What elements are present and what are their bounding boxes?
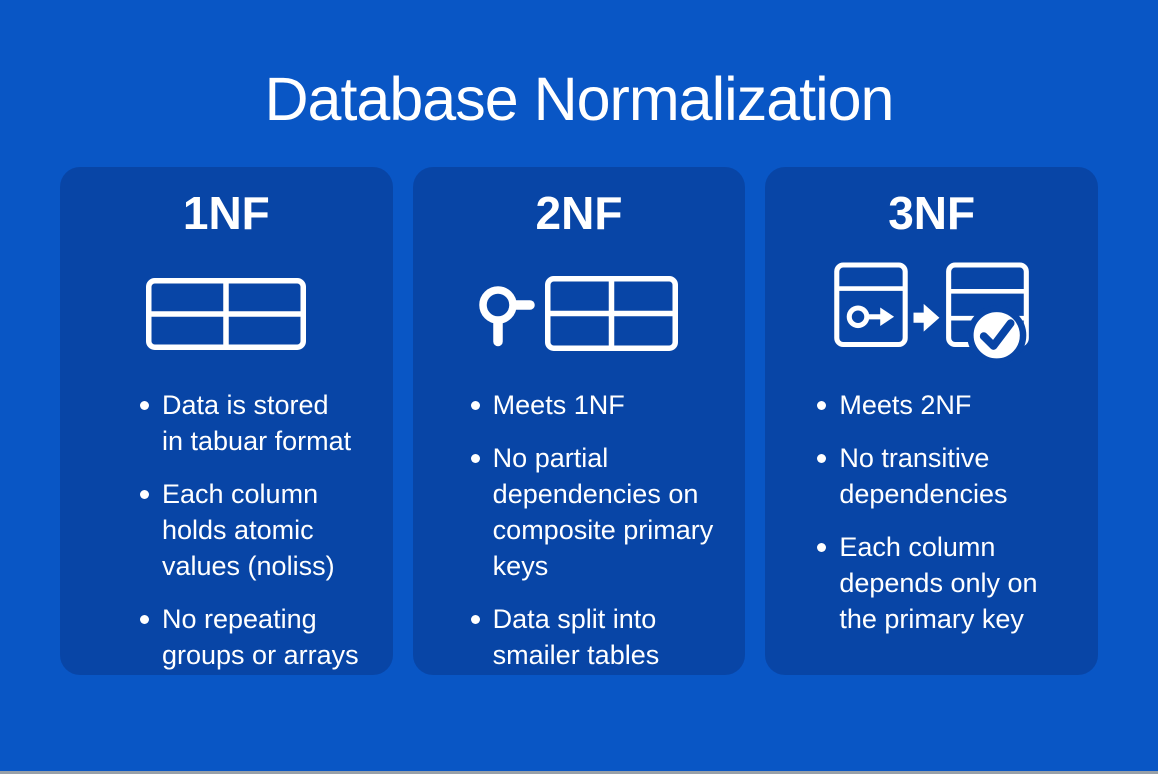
- card-3nf-title: 3NF: [888, 187, 976, 240]
- card-1nf: 1NF Data is stored in tabuar format Each…: [60, 167, 393, 676]
- bullet-text: No transitive dependencies: [839, 442, 1008, 509]
- bullet-text: Meets 1NF: [492, 389, 625, 420]
- bullet-text: No partial dependencies on composite pri…: [492, 442, 714, 581]
- bullet-dot-icon: [470, 453, 480, 463]
- list-item: Meets 1NF: [470, 387, 728, 423]
- card-3nf-icon-area: [765, 257, 1098, 371]
- list-item: No transitive dependencies: [817, 440, 1080, 512]
- list-item: Data split into smailer tables: [470, 601, 728, 673]
- list-item: No repeating groups or arrays: [140, 601, 375, 673]
- card-2nf-icon-area: [413, 257, 746, 371]
- card-2nf-bullets: Meets 1NF No partial dependencies on com…: [413, 387, 746, 673]
- bullet-text: Each column depends only on the primary …: [839, 531, 1038, 634]
- list-item: Meets 2NF: [817, 387, 1080, 423]
- card-1nf-bullets: Data is stored in tabuar format Each col…: [60, 387, 393, 673]
- card-3nf-bullets: Meets 2NF No transitive dependencies Eac…: [765, 387, 1098, 637]
- bullet-dot-icon: [470, 400, 480, 410]
- bullet-text: No repeating groups or arrays: [162, 603, 359, 670]
- key-table-arrow-checked-table-icon: [833, 262, 1029, 365]
- cards-row: 1NF Data is stored in tabuar format Each…: [0, 167, 1158, 676]
- bullet-dot-icon: [817, 453, 827, 463]
- list-item: Each column depends only on the primary …: [817, 529, 1080, 637]
- bullet-text: Meets 2NF: [839, 389, 972, 420]
- card-1nf-title: 1NF: [182, 187, 270, 240]
- bullet-text: Each column holds atomic values (noliss): [162, 478, 335, 581]
- card-1nf-icon-area: [60, 257, 393, 371]
- card-3nf: 3NF: [765, 167, 1099, 676]
- bullet-text: Data split into smailer tables: [492, 603, 660, 670]
- bullet-dot-icon: [140, 614, 149, 624]
- bullet-dot-icon: [140, 400, 149, 410]
- card-2nf: 2NF Meets 1NF No partial d: [412, 167, 746, 676]
- bullet-dot-icon: [140, 489, 149, 499]
- list-item: Each column holds atomic values (noliss): [140, 476, 375, 584]
- table-grid-icon: [146, 277, 307, 350]
- card-2nf-title: 2NF: [535, 187, 623, 240]
- key-and-table-icon: [479, 275, 678, 351]
- bullet-dot-icon: [817, 400, 827, 410]
- list-item: No partial dependencies on composite pri…: [470, 440, 728, 584]
- list-item: Data is stored in tabuar format: [140, 387, 375, 459]
- bullet-text: Data is stored in tabuar format: [162, 389, 352, 456]
- bullet-dot-icon: [470, 614, 480, 624]
- page-title: Database Normalization: [264, 65, 895, 133]
- bullet-dot-icon: [817, 542, 827, 552]
